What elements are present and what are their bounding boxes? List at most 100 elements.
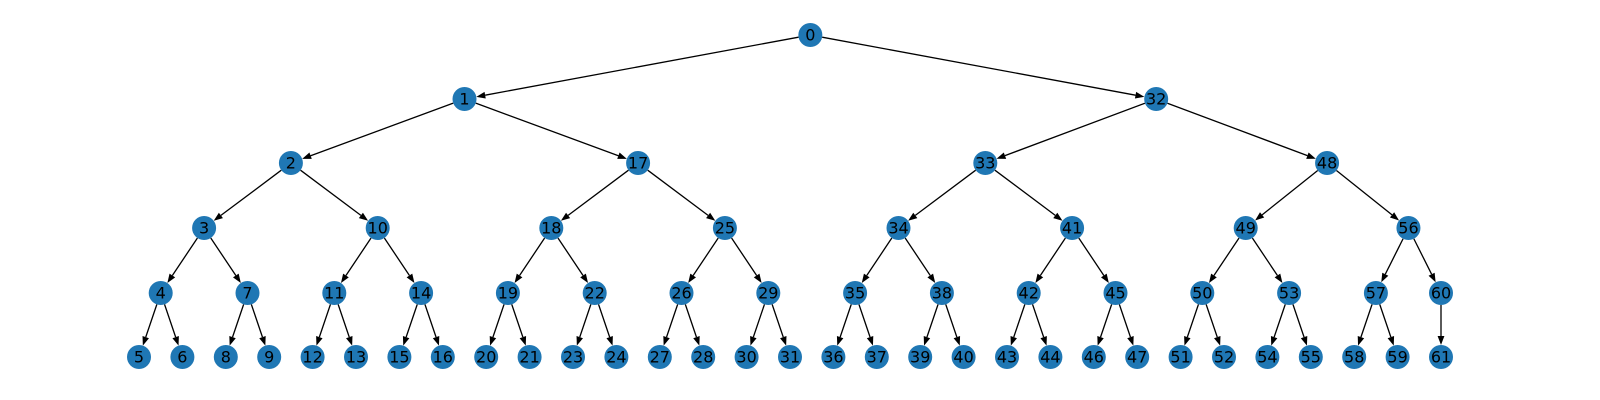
- node-circle: [951, 345, 976, 369]
- node-55: 55: [1298, 345, 1323, 369]
- node-circle: [213, 345, 238, 369]
- node-label: 26: [671, 284, 691, 303]
- node-label: 22: [585, 284, 605, 303]
- edge-line: [1167, 102, 1308, 157]
- node-47: 47: [1125, 345, 1150, 369]
- node-34: 34: [886, 216, 911, 240]
- node-label: 17: [628, 154, 648, 173]
- node-circle: [474, 345, 499, 369]
- arrowhead-icon: [476, 91, 486, 99]
- node-circle: [712, 216, 737, 240]
- edge-line: [866, 237, 893, 276]
- node-59: 59: [1385, 345, 1410, 369]
- node-24: 24: [604, 345, 629, 369]
- node-label: 51: [1170, 348, 1190, 367]
- arrowhead-icon: [753, 273, 762, 284]
- arrowhead-icon: [1387, 336, 1395, 346]
- node-label: 6: [177, 348, 187, 367]
- arrowhead-icon: [1428, 272, 1436, 283]
- edge-line: [1251, 237, 1278, 276]
- edge-line: [684, 304, 698, 338]
- node-label: 44: [1040, 348, 1060, 367]
- node-circle: [1103, 281, 1128, 305]
- edge-line: [1186, 304, 1200, 338]
- edge-25-29: [731, 237, 762, 284]
- node-circle: [582, 281, 607, 305]
- edge-50-52: [1205, 304, 1221, 346]
- edge-18-22: [557, 237, 589, 284]
- node-circle: [170, 345, 195, 369]
- node-circle: [604, 345, 629, 369]
- node-0: 0: [798, 23, 823, 47]
- node-label: 36: [823, 348, 843, 367]
- arrowhead-icon: [1010, 336, 1017, 346]
- edge-line: [250, 304, 264, 338]
- node-circle: [430, 345, 455, 369]
- node-label: 0: [805, 26, 815, 45]
- node-circle: [1060, 216, 1085, 240]
- node-circle: [1168, 345, 1193, 369]
- node-42: 42: [1016, 281, 1041, 305]
- arrowhead-icon: [927, 273, 936, 284]
- node-circle: [539, 216, 564, 240]
- edge-1-17: [475, 102, 627, 159]
- node-label: 48: [1317, 154, 1337, 173]
- edge-50-51: [1184, 304, 1200, 346]
- edge-4-6: [163, 304, 179, 346]
- edge-line: [822, 36, 1136, 96]
- arrowhead-icon: [1255, 212, 1265, 221]
- edge-29-30: [750, 304, 766, 346]
- node-circle: [1429, 281, 1453, 305]
- edge-17-18: [560, 169, 629, 221]
- node-22: 22: [582, 281, 607, 305]
- node-48: 48: [1315, 151, 1340, 175]
- node-21: 21: [517, 345, 542, 369]
- edge-26-27: [663, 304, 679, 346]
- node-circle: [1233, 216, 1258, 240]
- node-circle: [300, 345, 325, 369]
- arrowhead-icon: [233, 273, 241, 284]
- edge-60-61: [1437, 305, 1445, 345]
- edge-line: [692, 237, 719, 276]
- edge-line: [163, 304, 177, 338]
- node-label: 14: [411, 284, 431, 303]
- edge-line: [1261, 169, 1319, 216]
- node-label: 30: [736, 348, 756, 367]
- node-label: 34: [888, 219, 908, 238]
- arrowhead-icon: [1101, 273, 1109, 284]
- node-circle: [798, 23, 823, 47]
- edge-line: [519, 237, 546, 276]
- arrowhead-icon: [1214, 336, 1221, 346]
- edge-line: [220, 169, 282, 216]
- node-label: 58: [1344, 348, 1364, 367]
- node-circle: [1385, 345, 1410, 369]
- edge-18-19: [514, 237, 546, 284]
- node-60: 60: [1429, 281, 1453, 305]
- arrowhead-icon: [142, 336, 149, 346]
- edge-line: [1039, 237, 1066, 276]
- edge-line: [475, 102, 619, 157]
- edge-53-54: [1270, 304, 1286, 346]
- arrowhead-icon: [750, 336, 757, 346]
- edge-33-41: [994, 169, 1063, 221]
- edge-line: [424, 304, 437, 338]
- edge-26-28: [684, 304, 700, 346]
- node-15: 15: [387, 345, 412, 369]
- edge-34-38: [904, 237, 936, 284]
- node-circle: [235, 281, 260, 305]
- edge-17-25: [647, 169, 716, 221]
- node-circle: [148, 281, 173, 305]
- node-circle: [192, 216, 217, 240]
- arrowhead-icon: [576, 336, 583, 346]
- edge-14-16: [424, 304, 440, 346]
- node-circle: [1429, 345, 1453, 369]
- edge-22-24: [597, 304, 613, 346]
- edge-line: [597, 304, 611, 338]
- edge-3-4: [167, 237, 198, 284]
- arrowhead-icon: [1274, 273, 1283, 284]
- edge-line: [1078, 237, 1105, 276]
- node-label: 12: [302, 348, 322, 367]
- edge-line: [1336, 169, 1393, 216]
